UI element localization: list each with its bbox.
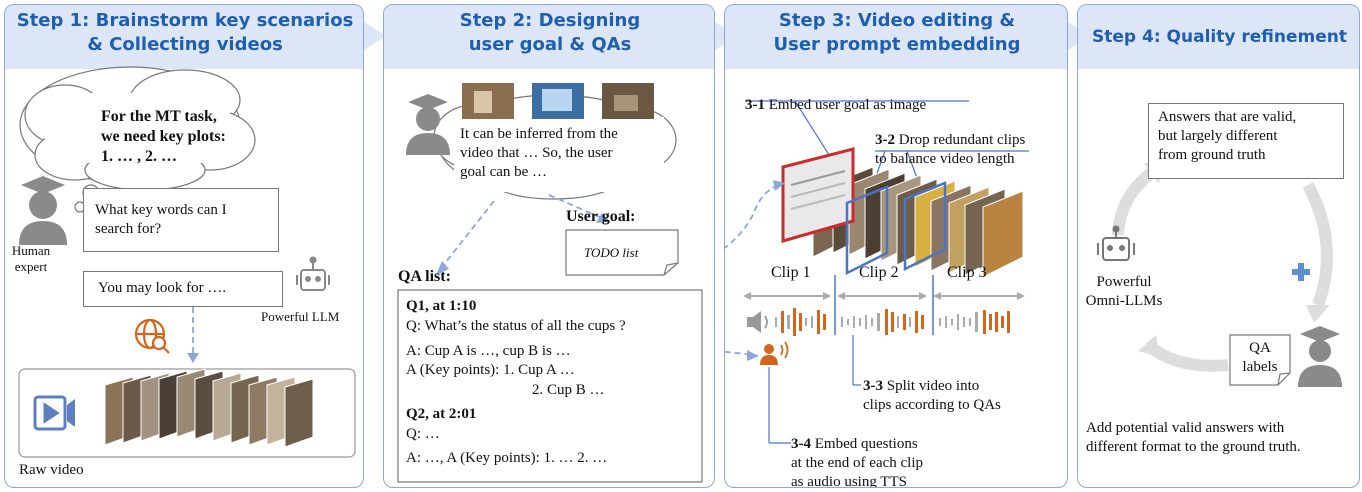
q1-question: Q: What’s the status of all the cups ?	[406, 318, 626, 334]
step1-graphics	[18, 66, 356, 458]
q1-keypoints-2: 2. Cup B …	[532, 382, 605, 398]
video-frames	[812, 166, 1024, 278]
step4-panel: Step 4: Quality refinement	[1077, 4, 1360, 488]
todo-list-label: TODO list	[584, 245, 639, 260]
step3-3-text: Split video into clips according to QAs	[863, 378, 1001, 413]
step2-graphics	[397, 83, 703, 483]
clip3-label: Clip 3	[947, 264, 987, 281]
clip2-label: Clip 2	[859, 264, 899, 281]
step3-1-number: 3-1	[745, 97, 765, 113]
video-icon	[33, 395, 75, 431]
q1-header: Q1, at 1:10	[406, 298, 477, 314]
step2-header	[384, 5, 714, 69]
human-expert-label: Human expert	[11, 243, 51, 274]
clip1-label: Clip 1	[771, 264, 811, 281]
step4-title: Step 4: Quality refinement	[1092, 27, 1347, 47]
q1-answer: A: Cup A is …, cup B is …	[406, 343, 571, 359]
step3-4-text: Embed questions at the end of each clip …	[791, 436, 924, 488]
step1-header	[5, 5, 363, 69]
step1-arrow	[364, 22, 386, 50]
step3-2-label: 3-2 Drop redundant clips to balance vide…	[875, 112, 1025, 169]
human-expert-icon	[19, 176, 67, 245]
step3-1-label: 3-1 Embed user goal as image	[745, 77, 926, 115]
step3-3-number: 3-3	[863, 378, 883, 394]
web-search-icon	[134, 318, 170, 354]
question-text: What key words can I search for?	[95, 202, 227, 237]
omni-llms-label: Powerful Omni-LLMs	[1085, 274, 1163, 309]
question-bubble	[83, 188, 279, 252]
step3-1-text: Embed user goal as image	[765, 97, 927, 113]
robot-icon	[296, 256, 330, 291]
qa-list-label: QA list:	[398, 268, 451, 285]
raw-video-label: Raw video	[19, 462, 84, 478]
step3-title: Step 3: Video editing & User prompt embe…	[773, 10, 1021, 55]
step3-4-label: 3-4 Embed questions at the end of each c…	[791, 416, 924, 488]
q2-answer: A: …, A (Key points): 1. … 2. …	[406, 450, 608, 466]
step3-3-label: 3-3 Split video into clips according to …	[863, 358, 1001, 415]
q2-header: Q2, at 2:01	[406, 406, 477, 422]
step3-graphics	[725, 100, 1029, 444]
cloud-text: For the MT task, we need key plots: 1. ……	[101, 108, 226, 165]
valid-answers-text: Answers that are valid, but largely diff…	[1158, 109, 1297, 163]
audio-waveform	[775, 308, 1010, 336]
step3-2-number: 3-2	[875, 132, 895, 148]
step3-panel: Step 3: Video editing & User prompt embe…	[724, 4, 1068, 488]
omni-llm-robot-icon	[1097, 225, 1135, 261]
step4-header	[1078, 5, 1359, 69]
speaker-icon	[747, 311, 768, 333]
refinement-description: Add potential valid answers with differe…	[1086, 420, 1301, 455]
step2-title: Step 2: Designing user goal & QAs	[459, 10, 641, 55]
answer-text: You may look for ….	[98, 280, 227, 296]
annotator-icon	[1298, 326, 1342, 387]
expert-icon-2	[406, 94, 450, 155]
valid-answers-box	[1148, 103, 1344, 179]
user-goal-label: User goal:	[566, 208, 636, 225]
step3-4-number: 3-4	[791, 436, 811, 452]
raw-video-frames	[104, 368, 314, 448]
video-thumbnails	[462, 83, 654, 119]
qa-labels-text: QA labels	[1242, 340, 1278, 375]
step4-graphics	[1097, 163, 1342, 387]
step3-header	[725, 5, 1067, 69]
step1-title: Step 1: Brainstorm key scenarios & Colle…	[16, 10, 354, 55]
q2-question: Q: …	[406, 426, 440, 442]
tts-speaker-icon	[760, 341, 789, 365]
answer-bubble	[83, 271, 283, 307]
step1-panel: Step 1: Brainstorm key scenarios & Colle…	[4, 4, 364, 488]
step3-2-text: Drop redundant clips to balance video le…	[875, 132, 1026, 167]
powerful-llm-label: Powerful LLM	[261, 309, 340, 324]
inference-text: It can be inferred from the video that ……	[460, 126, 618, 180]
q1-keypoints: A (Key points): 1. Cup A …	[406, 362, 575, 378]
step2-panel: Step 2: Designing user goal & QAs	[383, 4, 715, 488]
